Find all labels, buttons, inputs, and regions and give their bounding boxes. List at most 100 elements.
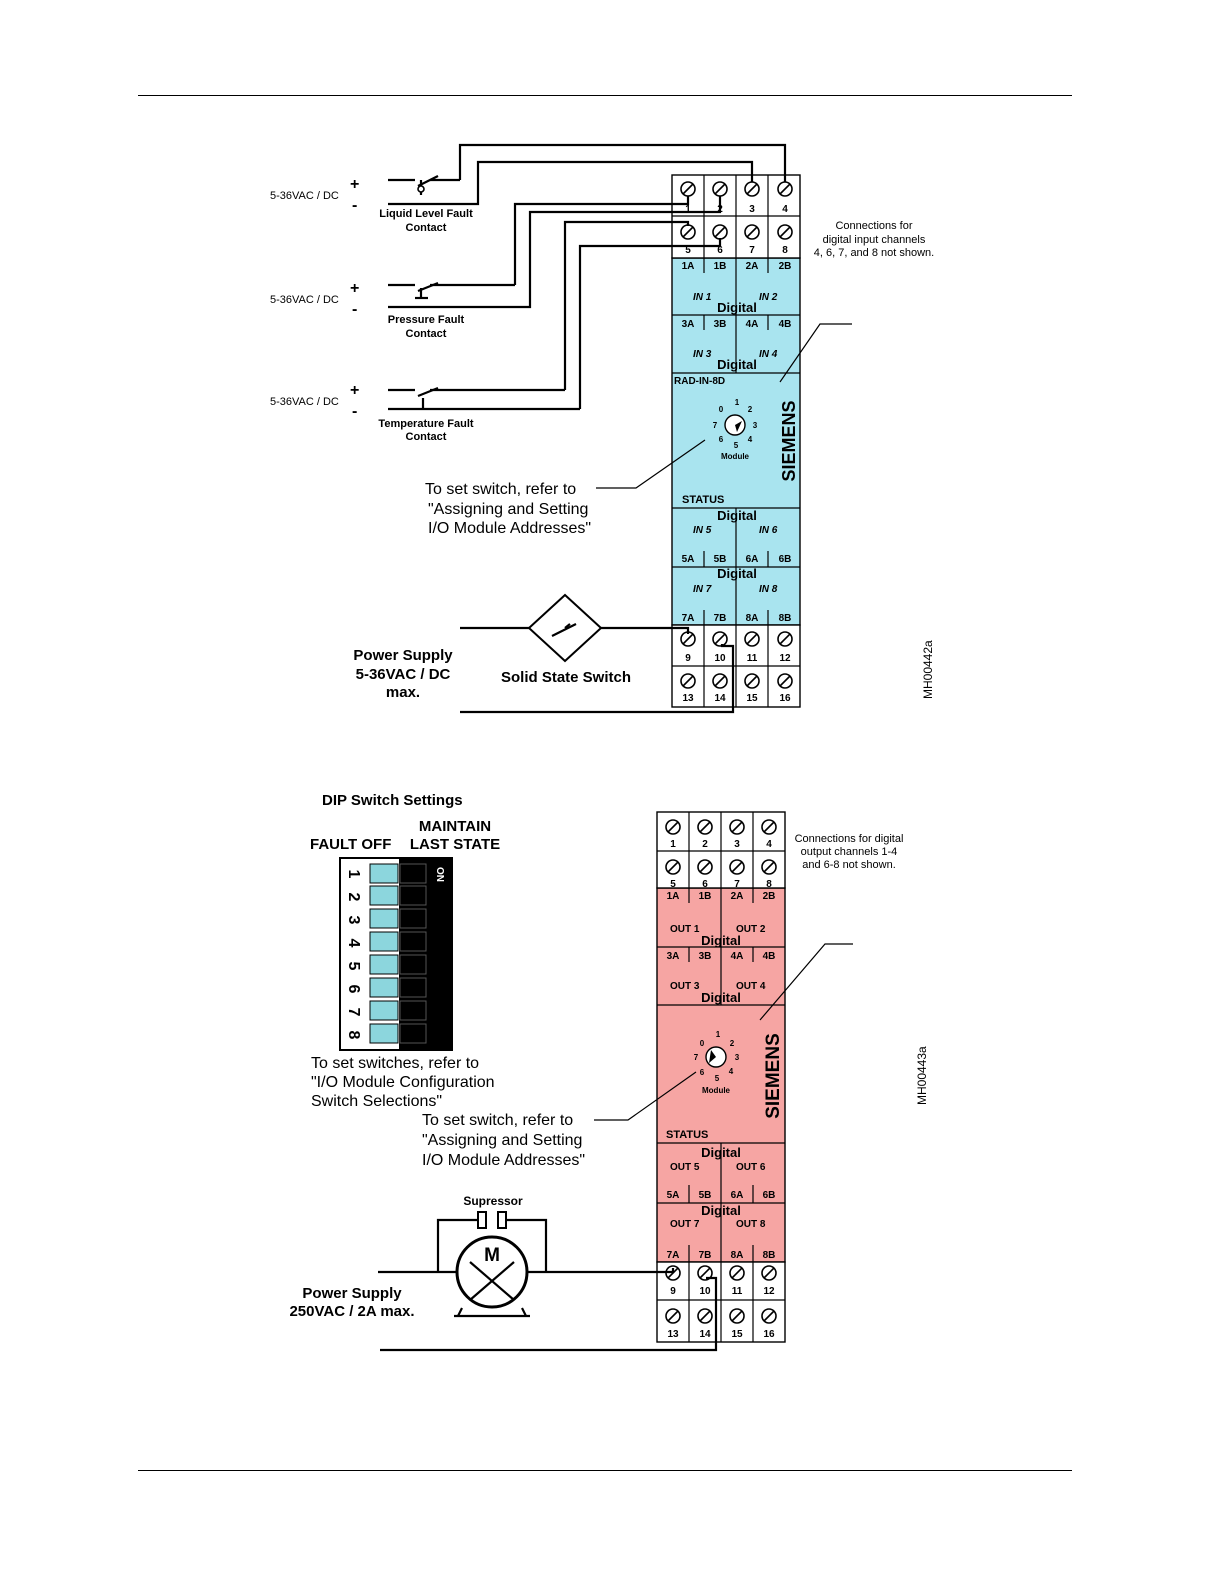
input-model-label: RAD-IN-8D <box>674 376 725 387</box>
input-channel-pin-label: 8B <box>779 613 792 624</box>
input-channel-label: IN 3 <box>693 349 712 360</box>
output-digital-label: Digital <box>701 1203 741 1218</box>
input-channel-label: IN 5 <box>693 525 712 536</box>
address-callout-line: "Assigning and Setting <box>422 1132 582 1149</box>
output-terminal-number: 2 <box>702 839 708 850</box>
output-address-dial: 1 2 3 4 5 6 7 0 Module <box>694 1030 740 1095</box>
input-status-label: STATUS <box>682 494 724 506</box>
dial-digit: 0 <box>700 1039 705 1048</box>
input-channel-pin-label: 4B <box>779 319 792 330</box>
minus-sign: - <box>352 403 357 420</box>
dip-number: 1 <box>345 870 362 879</box>
input-channel-label: IN 4 <box>759 349 778 360</box>
input-figure-id: MH00442a <box>921 640 935 699</box>
input-power-supply-line: Power Supply <box>353 647 453 664</box>
dip-number: 2 <box>345 893 362 902</box>
output-channel-pin-label: 7B <box>699 1250 712 1261</box>
output-channel-pin-label: 4B <box>763 951 776 962</box>
output-wiring-diagram: 1 2 3 4 5 6 7 8 9 10 11 12 13 14 15 16 1… <box>289 792 929 1352</box>
input-channel-label: IN 2 <box>759 292 778 303</box>
supply-voltage-label: 5-36VAC / DC <box>270 190 339 202</box>
dial-digit: 1 <box>716 1030 721 1039</box>
address-callout-line: To set switch, refer to <box>425 481 576 498</box>
minus-sign: - <box>352 301 357 318</box>
output-channel-label: OUT 6 <box>736 1162 766 1173</box>
input-channel-label: IN 6 <box>759 525 778 536</box>
output-channel-pin-label: 8A <box>731 1250 744 1261</box>
output-terminal-number: 6 <box>702 879 708 890</box>
dial-digit: 7 <box>713 421 718 430</box>
input-screw-terminals <box>680 181 793 689</box>
output-terminal-number: 8 <box>766 879 772 890</box>
dip-switch: 1 2 3 4 5 6 7 8 ON <box>339 857 453 1051</box>
input-channel-pin-label: 3A <box>682 319 695 330</box>
contact-name: Pressure Fault <box>388 314 465 326</box>
output-channel-pin-label: 7A <box>667 1250 680 1261</box>
input-terminal-number: 11 <box>747 653 758 664</box>
contact-word: Contact <box>406 222 447 234</box>
input-brand-logo: SIEMENS <box>779 400 799 481</box>
output-channel-pin-label: 3B <box>699 951 712 962</box>
input-terminal-number: 7 <box>749 245 755 256</box>
input-wiring-diagram: 1 2 3 4 5 6 7 8 9 10 11 12 13 14 15 16 1… <box>270 143 935 714</box>
dip-number: 5 <box>345 962 362 971</box>
output-terminal-number: 12 <box>763 1286 775 1297</box>
output-status-label: STATUS <box>666 1129 708 1141</box>
input-digital-label: Digital <box>717 300 757 315</box>
input-terminal-number: 6 <box>717 245 723 256</box>
output-channel-label: OUT 1 <box>670 924 700 935</box>
dial-digit: 0 <box>719 405 724 414</box>
output-channel-pin-label: 5A <box>667 1190 680 1201</box>
output-terminal-number: 15 <box>731 1329 743 1340</box>
input-channel-pin-label: 5B <box>714 554 727 565</box>
dial-digit: 4 <box>748 435 753 444</box>
maintain-label: MAINTAIN <box>419 818 491 835</box>
header-rule <box>138 95 1072 96</box>
output-channel-pin-label: 2B <box>763 891 776 902</box>
input-terminal-number: 8 <box>782 245 788 256</box>
output-terminal-number: 3 <box>734 839 740 850</box>
output-screw-terminals <box>665 819 777 1324</box>
output-channel-label: OUT 7 <box>670 1219 700 1230</box>
input-channel-pin-label: 6B <box>779 554 792 565</box>
dial-digit: 5 <box>734 441 739 450</box>
address-callout-line: "Assigning and Setting <box>428 501 588 518</box>
input-channel-pin-label: 7B <box>714 613 727 624</box>
output-channel-pin-label: 2A <box>731 891 744 902</box>
input-channel-label: IN 1 <box>693 292 712 303</box>
output-channel-pin-label: 8B <box>763 1250 776 1261</box>
dip-number: 6 <box>345 985 362 994</box>
output-terminal-number: 16 <box>763 1329 775 1340</box>
input-terminal-number: 12 <box>779 653 791 664</box>
output-terminal-number: 13 <box>667 1329 679 1340</box>
minus-sign: - <box>352 197 357 214</box>
input-channel-pin-label: 1B <box>714 261 727 272</box>
output-digital-label: Digital <box>701 933 741 948</box>
switches-callout-line: "I/O Module Configuration <box>311 1074 495 1091</box>
input-channel-pin-label: 4A <box>746 319 759 330</box>
input-digital-label: Digital <box>717 508 757 523</box>
dial-digit: 3 <box>753 421 758 430</box>
output-channel-label: OUT 8 <box>736 1219 766 1230</box>
input-power-supply-line: 5-36VAC / DC <box>356 666 451 683</box>
motor-icon: M <box>454 1235 530 1318</box>
plus-sign: + <box>350 280 359 297</box>
supply-voltage-label: 5-36VAC / DC <box>270 294 339 306</box>
contact-name: Liquid Level Fault <box>379 208 473 220</box>
input-channel-pin-label: 6A <box>746 554 759 565</box>
supressor-label: Supressor <box>463 1194 523 1208</box>
input-note-line: 4, 6, 7, and 8 not shown. <box>814 247 934 259</box>
input-terminal-number: 10 <box>714 653 726 664</box>
dial-digit: 5 <box>715 1074 720 1083</box>
output-note-line: and 6-8 not shown. <box>802 859 896 871</box>
output-channel-pin-label: 4A <box>731 951 744 962</box>
input-power-supply-line: max. <box>386 684 420 701</box>
output-channel-pin-label: 1B <box>699 891 712 902</box>
input-channel-pin-label: 5A <box>682 554 695 565</box>
supply-voltage-label: 5-36VAC / DC <box>270 396 339 408</box>
input-channel-pin-label: 2B <box>779 261 792 272</box>
dial-digit: 2 <box>730 1039 735 1048</box>
input-channel-pin-label: 2A <box>746 261 759 272</box>
dial-digit: 6 <box>719 435 724 444</box>
address-callout-line: I/O Module Addresses" <box>428 520 591 537</box>
